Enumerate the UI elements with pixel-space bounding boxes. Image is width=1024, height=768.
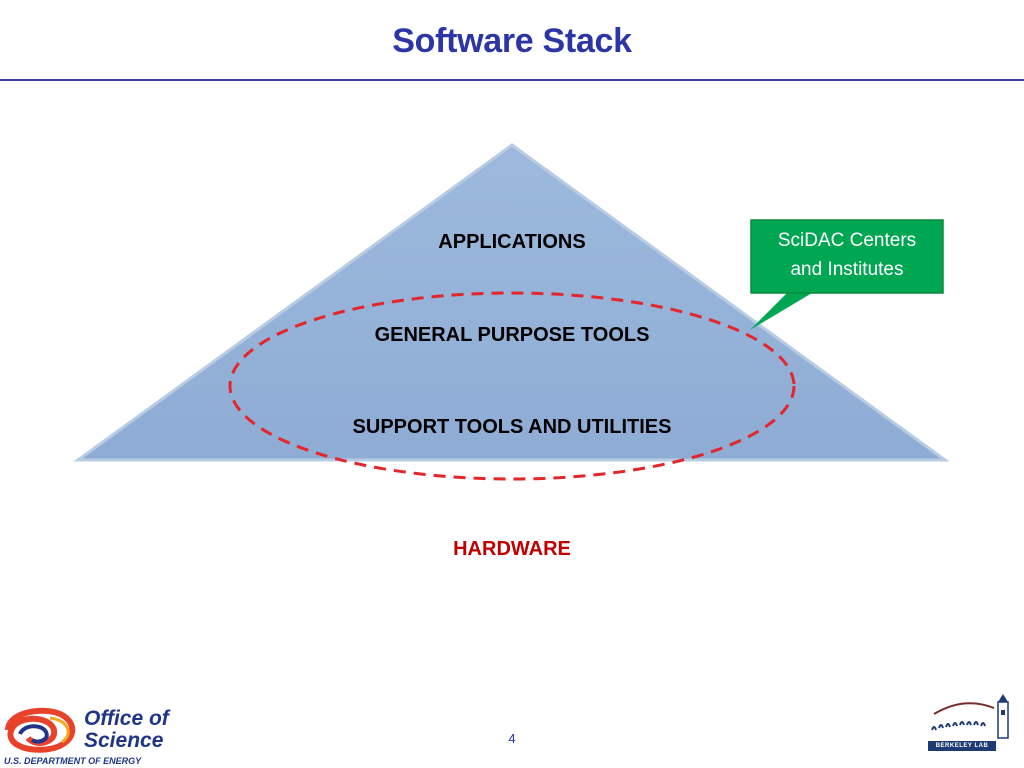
science-label: Science	[84, 729, 164, 752]
slide-title: Software Stack	[392, 22, 632, 60]
hardware-label: HARDWARE	[453, 538, 571, 560]
berkeley-lab-label: BERKELEY LAB	[928, 741, 996, 751]
callout-line-2: and Institutes	[790, 259, 904, 280]
office-of-science-logo-icon	[2, 706, 82, 754]
office-of-science-wordmark: Office of Science	[84, 708, 169, 752]
support-tools-label: SUPPORT TOOLS AND UTILITIES	[352, 416, 672, 438]
general-purpose-tools-label: GENERAL PURPOSE TOOLS	[374, 324, 650, 346]
office-of-label: Office of	[84, 707, 169, 730]
berkeley-lab-logo-icon	[931, 694, 1009, 739]
callout-pointer	[750, 290, 817, 330]
scidac-scope-ellipse	[228, 291, 796, 481]
callout-line-1: SciDAC Centers	[777, 230, 917, 251]
applications-layer-label: APPLICATIONS	[438, 231, 586, 253]
title-divider	[0, 79, 1024, 81]
scidac-callout-box	[750, 219, 944, 294]
page-number: 4	[508, 731, 516, 746]
scidac-callout-text: SciDAC Centers and Institutes	[751, 226, 943, 284]
software-stack-triangle	[73, 143, 950, 462]
doe-label: U.S. DEPARTMENT OF ENERGY	[4, 756, 142, 766]
